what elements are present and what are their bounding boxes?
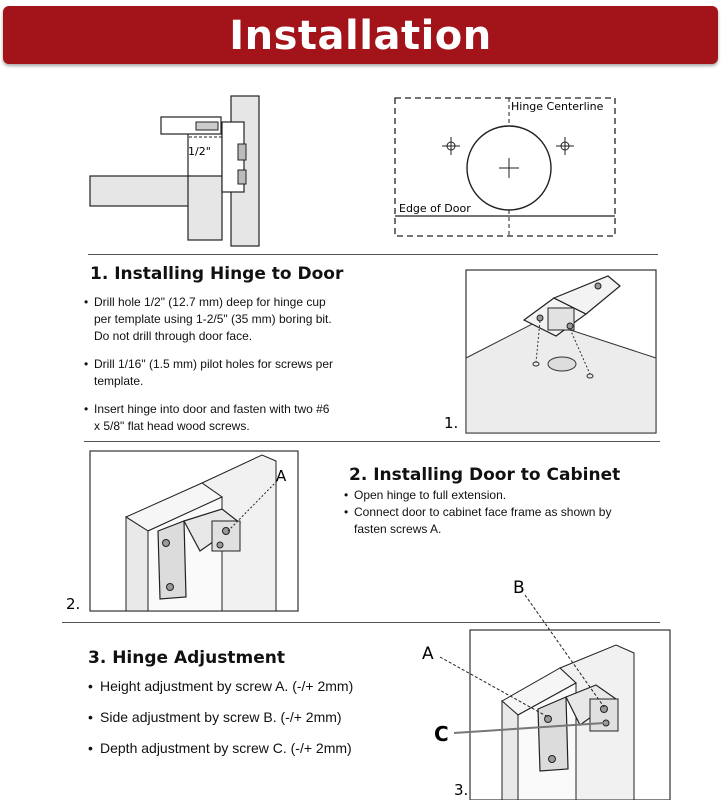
section-2-bullet: Connect door to cabinet face frame as sh… — [344, 504, 644, 538]
figure-1-hinge-on-door: 1. — [444, 269, 657, 434]
divider-3 — [62, 622, 660, 623]
drilling-template-diagram: Hinge Centerline Edge of Door — [394, 97, 616, 237]
divider-1 — [88, 254, 658, 255]
section-3-bullet: Height adjustment by screw A. (-/+ 2mm) — [88, 676, 408, 696]
hinge-centerline-label: Hinge Centerline — [511, 100, 604, 113]
section-2-bullets: Open hinge to full extension. Connect do… — [344, 487, 644, 538]
section-2-title: 2. Installing Door to Cabinet — [349, 465, 621, 485]
figure-2-door-to-cabinet: A 2. — [66, 450, 299, 613]
title-banner: Installation — [3, 6, 718, 64]
section-2-bullet: Open hinge to full extension. — [344, 487, 644, 504]
edge-of-door-label: Edge of Door — [399, 202, 471, 215]
figure-3-callout-c: C — [434, 722, 449, 746]
figure-3-callout-a: A — [422, 644, 434, 664]
figure-2-label: 2. — [66, 595, 80, 613]
section-1-bullet: Insert hinge into door and fasten with t… — [84, 401, 334, 435]
section-3-bullet: Side adjustment by screw B. (-/+ 2mm) — [88, 707, 408, 727]
page-title: Installation — [229, 13, 492, 59]
divider-2 — [84, 441, 660, 442]
section-1-bullet: Drill 1/16" (1.5 mm) pilot holes for scr… — [84, 356, 334, 390]
section-1-bullet: Drill hole 1/2" (12.7 mm) deep for hinge… — [84, 294, 334, 345]
figure-3-callout-b: B — [513, 578, 525, 598]
section-1-bullets: Drill hole 1/2" (12.7 mm) deep for hinge… — [84, 294, 334, 446]
section-3-bullet: Depth adjustment by screw C. (-/+ 2mm) — [88, 738, 408, 758]
section-3-title: 3. Hinge Adjustment — [88, 648, 285, 668]
section-1-title: 1. Installing Hinge to Door — [90, 264, 344, 284]
hinge-side-view-diagram: 1/2" — [89, 95, 260, 247]
figure-1-label: 1. — [444, 414, 458, 432]
figure-3-hinge-adjustment: A B C 3. — [422, 578, 671, 800]
figure-2-callout-a: A — [276, 467, 287, 485]
figure-3-label: 3. — [454, 781, 468, 799]
measure-label: 1/2" — [188, 145, 211, 158]
section-3-bullets: Height adjustment by screw A. (-/+ 2mm) … — [88, 676, 408, 769]
